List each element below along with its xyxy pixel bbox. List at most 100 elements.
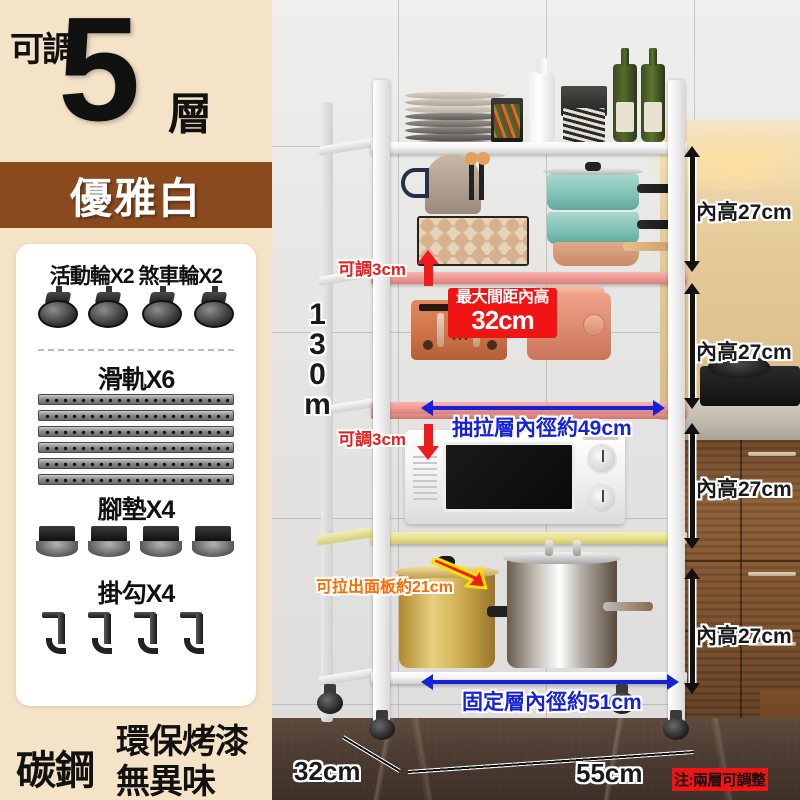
bean-jar [563,108,605,142]
slide-rail-icon [38,410,234,421]
pot-handle [603,602,653,611]
hook-icon [88,612,122,656]
fixed-width-arrow-icon [421,674,679,690]
color-banner-text: 優雅白 [69,174,202,222]
top-shelf-items [387,48,667,148]
cabinet-handle [748,642,796,646]
steel-pot-knob [545,540,553,556]
utensil-head [465,152,478,165]
microwave-vent [413,456,437,504]
inner-height-arrow-icon [684,283,700,409]
cooker-dial [583,314,605,336]
caster-wheel-icon [140,286,184,330]
cabinet-handle [748,572,796,576]
footpad-icon-row [36,526,236,562]
caster-icon-row [34,286,238,332]
microwave-shelf-items [387,426,667,532]
caster-wheel [663,710,689,740]
shelf-2-adjustable [371,272,687,284]
cabinet-seam [740,440,742,730]
teal-pot-upper [547,174,639,210]
hook-icon [134,612,168,656]
depth-label: 32cm [294,756,361,786]
shelf-4-pullout-panel [371,532,687,544]
pot-lid [543,168,643,175]
steel-pot-lid [503,552,621,564]
second-shelf-items [387,152,683,272]
inner-height-arrow-icon [684,568,700,694]
microwave-window [443,442,575,512]
inner-height-label-2: 內高27cm [696,341,792,364]
utensil-handle [401,168,429,198]
inner-height-arrow-icon [684,146,700,272]
adjustable-down-label: 可調3cm [338,430,407,449]
caster-wheel [317,684,343,714]
hook-icon-row [42,612,242,660]
max-gap-label: 最大間距內高 [456,289,550,306]
pullout-width-arrow-icon [421,400,665,416]
pot-knob [585,162,601,171]
hook-icon [42,612,76,656]
foot-pad-icon [88,526,130,560]
caster-wheel-icon [192,286,236,330]
olive-oil-bottle [613,48,637,142]
pot-handle [637,220,683,229]
egg-wire-basket [417,216,529,266]
slide-rail-icon [38,426,234,437]
rail-icon-stack [16,394,256,485]
panel-header: 可調 5 層 [0,0,272,162]
utensil-stem [479,160,484,200]
inner-height-label-1: 內高27cm [696,201,792,224]
caster-wheel [369,710,395,740]
stove-pan [708,356,770,378]
microwave-power-dial [587,444,617,474]
color-banner: 優雅白 [0,162,272,228]
caster-wheel [609,684,635,714]
teal-pot-lower [547,212,639,244]
rack-front-right-post [668,80,685,730]
pot-handle [637,184,683,193]
caster-wheel-icon [36,286,80,330]
max-gap-value: 32cm [471,304,535,335]
accessory-label-casters: 活動輪X2 煞車輪X2 [49,265,223,288]
accessory-label-footpads: 腳墊X4 [97,496,176,524]
rack-front-left-post [373,80,390,730]
steel-stockpot [507,558,617,668]
footnote-badge: 注:兩層可調整 [672,768,768,791]
width-label: 55cm [576,758,643,788]
foot-pad-icon [140,526,182,560]
cabinet-seam [668,560,800,562]
storage-rack [317,48,689,740]
cabinet-handle [748,452,796,456]
headline-prefix: 可調 [10,31,76,69]
headline-suffix: 層 [168,90,212,139]
inner-height-label-3: 內高27cm [696,478,792,501]
pullout-width-label: 抽拉層內徑約49cm [452,417,632,440]
pullout-rail [371,414,687,419]
caster-wheel-icon [86,286,130,330]
finish-label-line1: 環保烤漆 [116,723,249,761]
slide-rail-icon [38,442,234,453]
accessory-label-hooks: 掛勾X4 [97,580,176,608]
total-height-label: 130m [301,298,334,418]
shelf-1-top [371,142,687,154]
headline-number: 5 [58,0,140,152]
adjustable-up-arrow-icon [417,250,439,286]
spice-jar-contents [494,104,520,138]
steel-pot-knob [573,540,581,556]
foot-pad-icon [36,526,78,560]
inner-height-arrow-icon [684,423,700,549]
accessory-divider [38,349,234,351]
pan-handle [623,242,669,251]
accessories-card: 活動輪X2 煞車輪X2 滑軌X6 腳墊X4 [16,244,256,706]
slide-rail-icon [38,474,234,485]
white-bottle [529,58,555,144]
max-gap-badge: 最大間距內高 32cm [448,288,558,339]
slide-rail-icon [38,458,234,469]
adjustable-down-arrow-icon [417,424,439,460]
product-info-panel: 可調 5 層 優雅白 活動輪X2 煞車輪X2 滑軌X6 [0,0,272,800]
olive-oil-bottle [641,48,665,142]
slide-rail-icon [38,394,234,405]
inner-height-label-4: 內高27cm [696,625,792,648]
